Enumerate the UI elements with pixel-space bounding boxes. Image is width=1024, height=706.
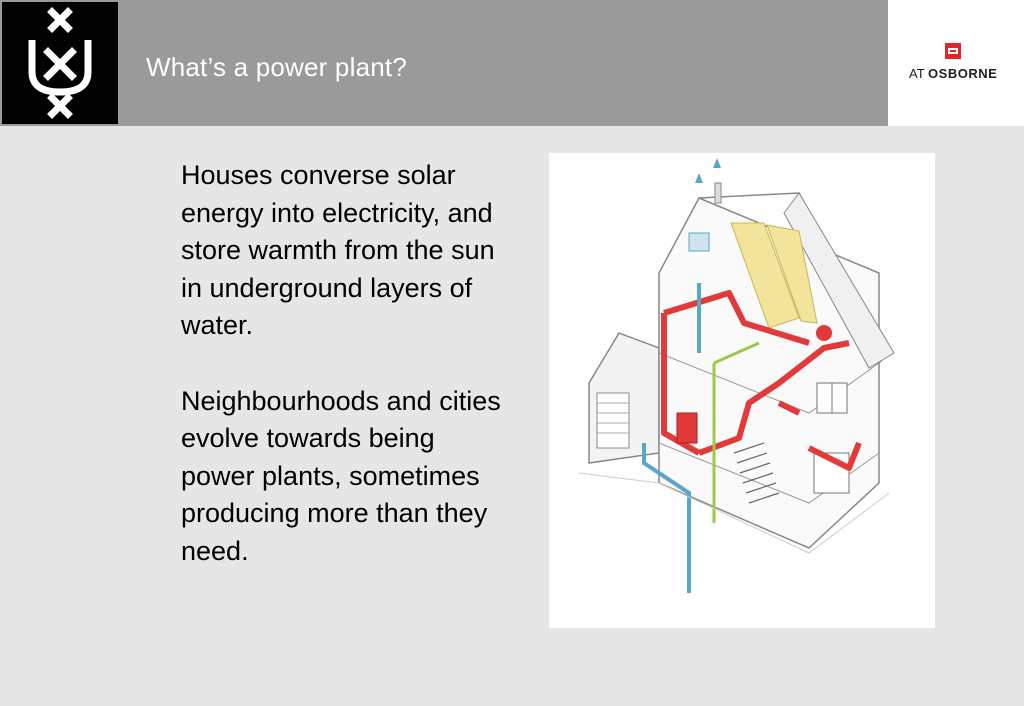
brand-wordmark: AT OSBORNE [909,66,997,81]
uva-xxx-shield-icon [28,7,92,119]
slide-title: What’s a power plant? [146,52,407,82]
at-osborne-logo: AT OSBORNE [888,0,1024,126]
house-energy-figure [549,153,935,628]
brand-prefix: AT [909,66,925,81]
slide-header: What’s a power plant? AT OSBORNE [0,0,1024,126]
paragraph-solar-houses: Houses converse solar energy into electr… [181,160,495,340]
paragraph-power-plant-cities: Neighbourhoods and cities evolve towards… [181,385,501,566]
slide-body: Houses converse solar energy into electr… [181,157,501,608]
brand-name: OSBORNE [928,66,998,81]
at-osborne-square-icon [945,43,961,59]
house-energy-cutaway-illustration [578,158,895,593]
uva-logo [2,2,118,124]
